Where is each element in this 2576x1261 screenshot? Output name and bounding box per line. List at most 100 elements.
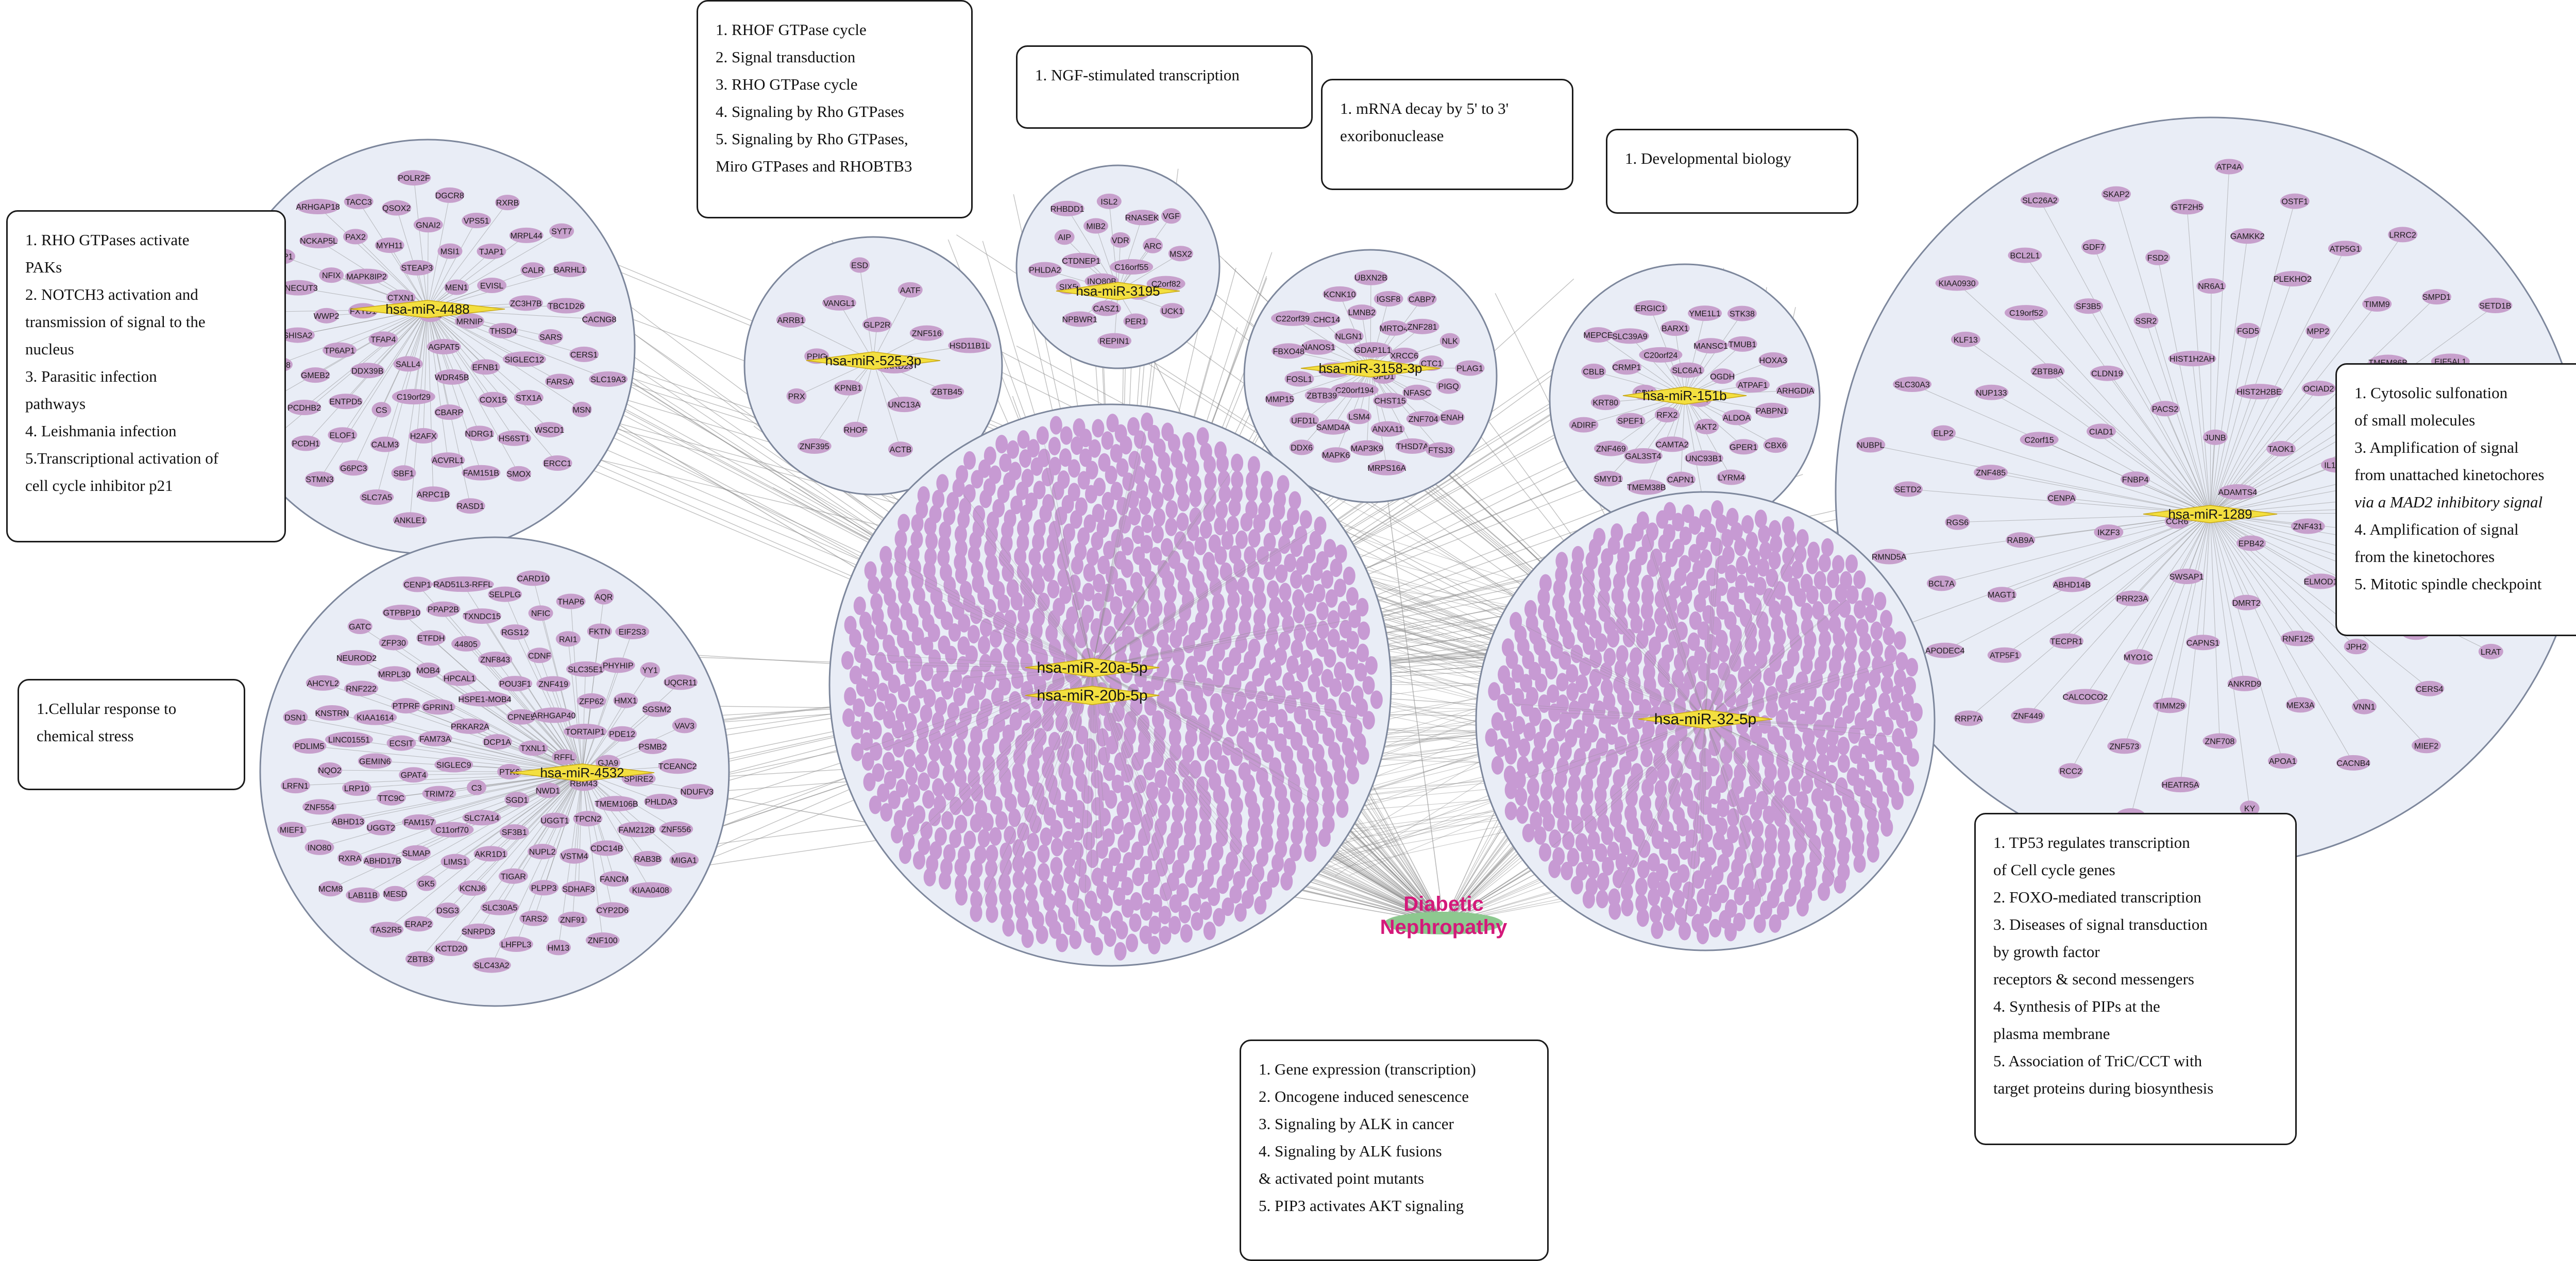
gene-node-shape <box>2107 738 2142 754</box>
gene-node: VNN1 <box>2351 698 2377 714</box>
gene-node-shape <box>455 498 485 514</box>
gene-node-shape <box>534 422 564 438</box>
target-gene-node <box>1069 930 1082 949</box>
gene-node-shape <box>2235 322 2261 338</box>
target-gene-node <box>1236 576 1249 595</box>
gene-node-shape <box>386 289 416 305</box>
gene-node-shape <box>1436 378 1461 394</box>
target-gene-node <box>1554 770 1567 789</box>
target-gene-node <box>1501 638 1514 657</box>
target-gene-node <box>1214 517 1227 536</box>
target-gene-node <box>1311 658 1324 677</box>
target-gene-node <box>880 803 893 822</box>
gene-label: GPRIN1 <box>423 703 454 712</box>
gene-node-shape <box>2170 568 2204 584</box>
gene-node-shape <box>888 441 913 457</box>
gene-label: KPNB1 <box>835 384 862 393</box>
gene-node: PRR23A <box>2115 590 2149 606</box>
target-gene-node <box>1534 826 1547 845</box>
mirna-diamond <box>1056 282 1180 300</box>
gene-label: EFNB1 <box>472 363 499 372</box>
gene-label: GAL3ST4 <box>1625 452 1661 461</box>
gene-node: LINC01551 <box>325 731 374 747</box>
pathway-line: cell cycle inhibitor p21 <box>25 476 173 495</box>
target-gene-node <box>1671 669 1684 688</box>
gene-node: PHYHIP <box>601 657 635 673</box>
target-gene-node <box>1040 827 1053 846</box>
target-gene-node <box>1832 555 1845 574</box>
gene-node-shape <box>1727 305 1757 321</box>
gene-node-shape <box>287 399 321 415</box>
gene-node: RRP7A <box>1954 710 1984 726</box>
gene-node-shape <box>2101 186 2131 202</box>
gene-node-shape <box>470 359 500 375</box>
gene-label: PACS2 <box>2152 405 2178 414</box>
edge-line <box>427 309 558 464</box>
edge-line <box>490 772 583 854</box>
pathway-line: Miro GTPases and RHOBTB3 <box>716 157 912 175</box>
gene-label: FNBP4 <box>2122 475 2149 484</box>
gene-node-shape <box>909 325 944 341</box>
gene-node: CASZ1 <box>1091 300 1121 316</box>
gene-node: NPBWR1 <box>1062 311 1097 327</box>
gene-node: MSI1 <box>437 243 463 259</box>
gene-node: THSD7A <box>1395 438 1430 454</box>
gene-label: ANKRD9 <box>2228 680 2261 689</box>
gene-node-shape <box>1439 333 1460 349</box>
gene-label: SLC43A2 <box>474 962 510 970</box>
gene-node-shape <box>1666 471 1696 487</box>
gene-node-shape <box>1654 407 1680 423</box>
target-gene-node <box>1106 414 1119 433</box>
edge-line <box>570 601 583 773</box>
gene-node-shape <box>2030 363 2065 379</box>
gene-label: FAM151B <box>463 469 499 478</box>
gene-label: ZNF554 <box>304 803 334 812</box>
target-gene-node <box>894 530 907 549</box>
gene-node: ECSIT <box>386 735 416 751</box>
gene-label: NDRG1 <box>465 430 494 438</box>
gene-label: MEPCE <box>1584 331 1613 340</box>
gene-node: JUNB <box>2202 429 2228 445</box>
gene-label: FAM157 <box>404 819 435 827</box>
edge-line <box>2210 514 2298 639</box>
gene-node: ARHGDIA <box>1776 382 1815 398</box>
gene-node: C20orf194 <box>1330 382 1379 398</box>
gene-node: ELP2 <box>1931 425 1956 441</box>
target-gene-node <box>851 742 864 761</box>
gene-label: ISL2 <box>1100 198 1117 207</box>
pathway-line: of Cell cycle genes <box>1993 861 2115 879</box>
gene-node: CACNB4 <box>2336 755 2370 771</box>
pathway-line: 4. Amplification of signal <box>2354 520 2519 538</box>
pathway-box-mir32: 1. TP53 regulates transcription of Cell … <box>1974 813 2297 1145</box>
edge-line <box>353 309 428 468</box>
target-gene-node <box>1194 696 1207 715</box>
gene-node: SPEF1 <box>1616 413 1646 429</box>
gene-node: PER1 <box>1123 313 1148 329</box>
gene-label: SLC35E1 <box>568 666 603 674</box>
target-gene-node <box>1172 788 1184 807</box>
gene-node-shape <box>2004 305 2048 321</box>
gene-node: BARX1 <box>1660 320 1690 336</box>
gene-label: ABHD17B <box>364 857 401 866</box>
gene-node-shape <box>1406 411 1440 427</box>
gene-node-shape <box>1161 208 1181 224</box>
pathway-line: nucleus <box>25 340 74 358</box>
edge-line <box>2004 514 2211 656</box>
gene-node-shape <box>416 486 450 502</box>
target-gene-node <box>1269 596 1282 615</box>
target-gene-node <box>1346 587 1359 606</box>
target-gene-node <box>1081 605 1094 624</box>
target-gene-node <box>1165 517 1178 536</box>
gene-node: ZNF449 <box>2011 708 2045 724</box>
cluster-hsa-mir-4532: PTK6C3DCP1ASGD1SIGLEC9TXNL1SLC7A14PRKAR2… <box>259 536 730 1007</box>
gene-node-shape <box>948 337 992 353</box>
gene-node: ESD <box>850 257 870 273</box>
gene-node-shape <box>328 394 363 410</box>
target-gene-node <box>932 489 945 508</box>
gene-node: ZBTB45 <box>930 384 964 400</box>
target-gene-node <box>1905 658 1918 677</box>
gene-label: RAD51L3-RFFL <box>433 581 493 589</box>
gene-node: ZBTB3 <box>405 951 435 967</box>
target-gene-node <box>1861 587 1874 606</box>
edge-line <box>582 772 685 860</box>
